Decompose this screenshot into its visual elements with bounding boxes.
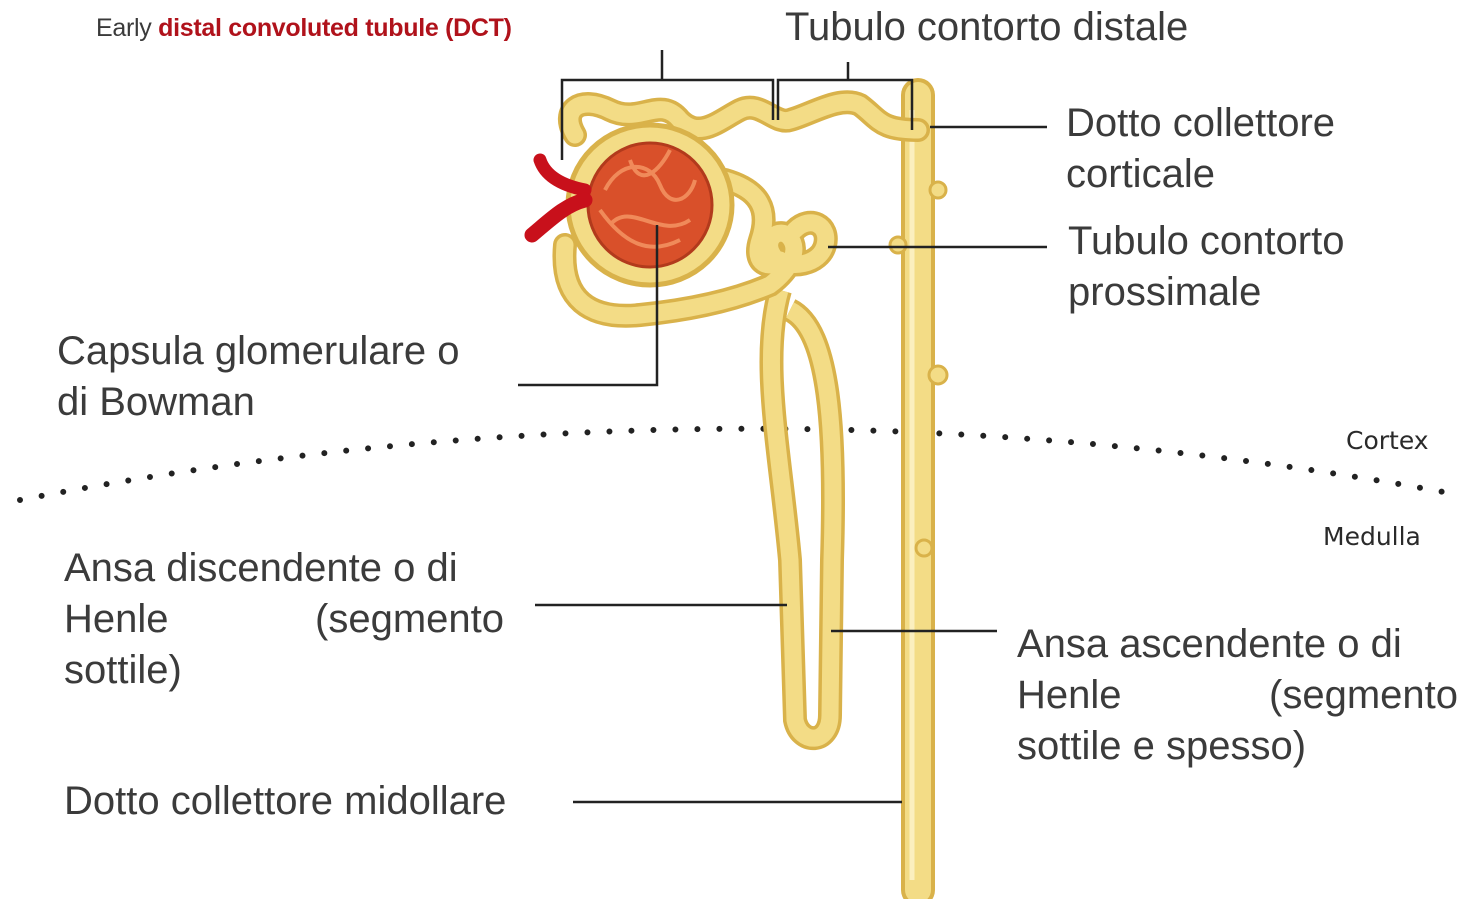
- label-medulla: Medulla: [1323, 522, 1421, 551]
- label-cortex: Cortex: [1346, 426, 1429, 455]
- bowman-capsule: [568, 125, 732, 285]
- early-dct-label: Early distal convoluted tubule (DCT): [96, 14, 512, 43]
- cortex-medulla-boundary: [20, 429, 1460, 500]
- label-dotto-corticale: Dotto collettore corticale: [1066, 98, 1335, 200]
- label-ansa-ascendente: Ansa ascendente o di Henle(segmento sott…: [1017, 619, 1458, 772]
- loop-of-henle: [771, 290, 833, 738]
- label-tubulo-distale: Tubulo contorto distale: [785, 2, 1188, 53]
- collecting-duct: [912, 95, 918, 890]
- label-ansa-discendente: Ansa discendente o di Henle(segmento sot…: [64, 543, 504, 696]
- label-tubulo-prossimale: Tubulo contorto prossimale: [1068, 216, 1344, 318]
- label-capsula-bowman: Capsula glomerulare o di Bowman: [57, 326, 459, 428]
- label-dotto-midollare: Dotto collettore midollare: [64, 776, 506, 827]
